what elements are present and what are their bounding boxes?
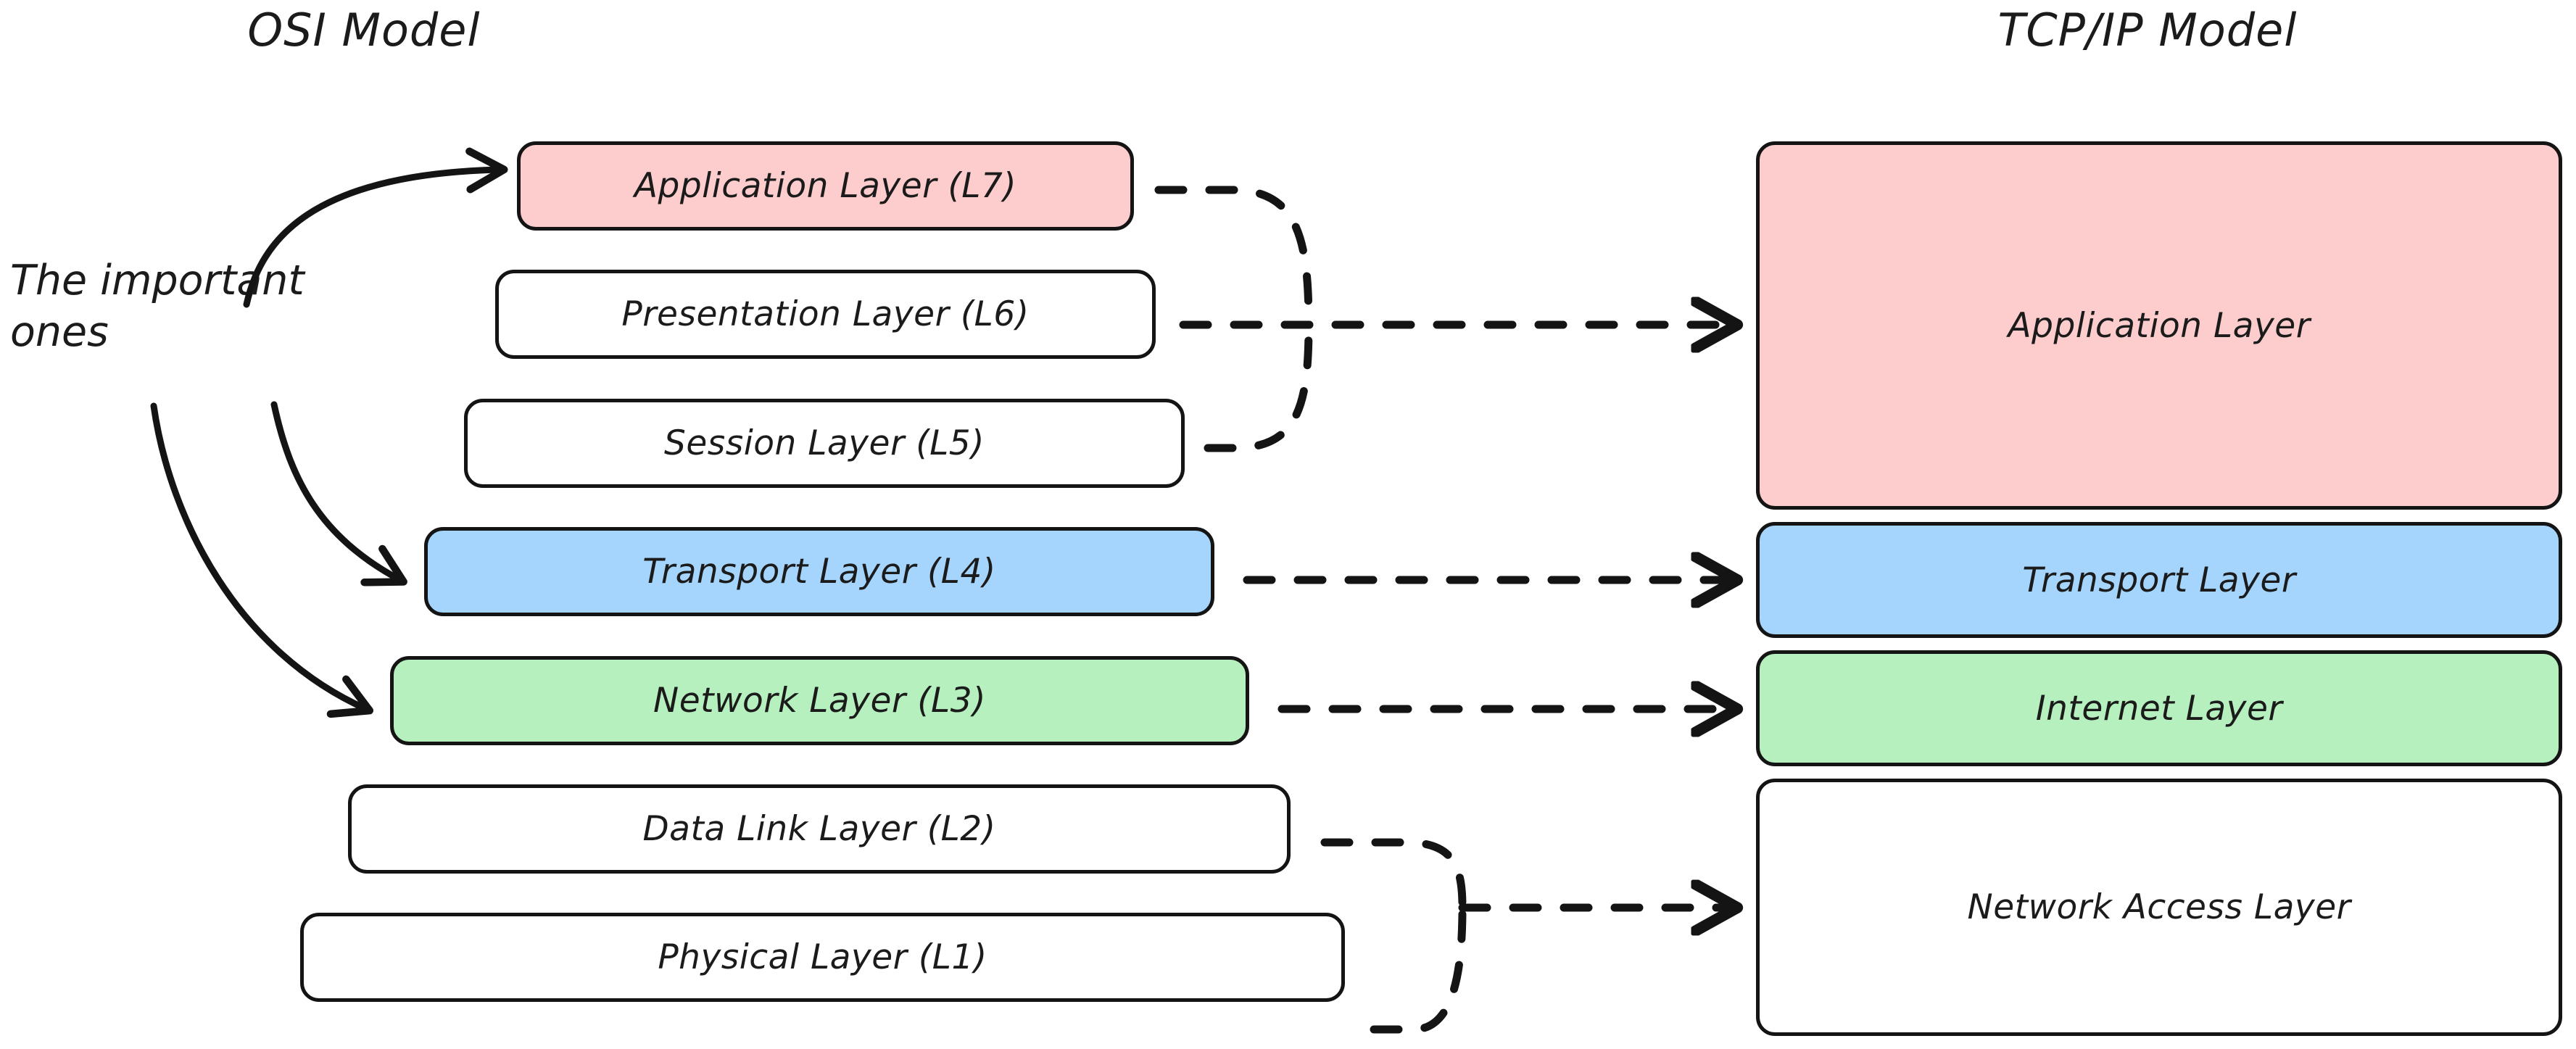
map-l5-branch — [1204, 320, 1313, 452]
osi-layer-physical-l1[interactable]: Physical Layer (L1) — [300, 913, 1345, 1002]
map-l7-branch — [1154, 186, 1313, 329]
tcpip-layer-transport[interactable]: Transport Layer — [1756, 522, 2562, 638]
osi-layer-label: Session Layer (L5) — [663, 423, 985, 463]
osi-layer-label: Data Link Layer (L2) — [642, 809, 996, 849]
osi-layer-network-l3[interactable]: Network Layer (L3) — [390, 656, 1249, 745]
map-l2-branch — [1320, 838, 1467, 912]
osi-layer-presentation-l6[interactable]: Presentation Layer (L6) — [495, 270, 1156, 359]
osi-layer-application-l7[interactable]: Application Layer (L7) — [517, 141, 1134, 231]
tcpip-model-title: TCP/IP Model — [1997, 4, 2298, 57]
tcpip-layer-label: Application Layer — [2008, 305, 2311, 346]
annotation-arrow-to-network-l3 — [150, 402, 374, 718]
annotation-arrow-to-application-l7 — [243, 147, 508, 308]
osi-model-title: OSI Model — [247, 4, 481, 57]
osi-layer-label: Physical Layer (L1) — [658, 937, 987, 977]
tcpip-layer-network-access[interactable]: Network Access Layer — [1756, 779, 2562, 1036]
tcpip-layer-application[interactable]: Application Layer — [1756, 141, 2562, 510]
osi-layer-label: Presentation Layer (L6) — [621, 294, 1030, 334]
tcpip-layer-label: Transport Layer — [2022, 560, 2296, 600]
map-l1-branch — [1370, 903, 1467, 1034]
tcpip-layer-label: Internet Layer — [2035, 688, 2283, 729]
tcpip-layer-internet[interactable]: Internet Layer — [1756, 650, 2562, 766]
osi-layer-label: Transport Layer (L4) — [642, 552, 996, 592]
annotation-arrow-to-transport-l4 — [270, 401, 407, 586]
important-ones-annotation: The important ones — [10, 257, 305, 357]
osi-layer-transport-l4[interactable]: Transport Layer (L4) — [424, 527, 1214, 616]
osi-layer-datalink-l2[interactable]: Data Link Layer (L2) — [348, 784, 1291, 874]
osi-layer-label: Application Layer (L7) — [634, 166, 1017, 206]
tcpip-layer-label: Network Access Layer — [1967, 887, 2351, 927]
osi-layer-label: Network Layer (L3) — [653, 681, 986, 721]
osi-layer-session-l5[interactable]: Session Layer (L5) — [464, 399, 1185, 488]
